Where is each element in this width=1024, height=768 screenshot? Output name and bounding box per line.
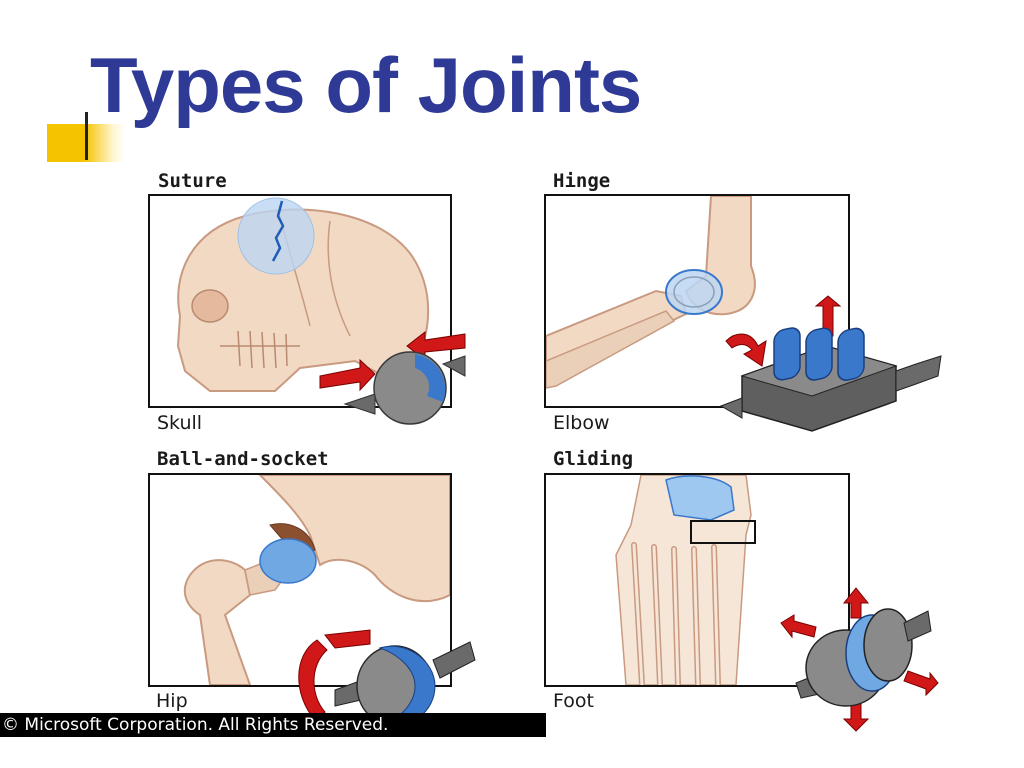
slide-title: Types of Joints [90, 41, 642, 129]
elbow-icon [546, 196, 756, 389]
panel-heading-ball-and-socket: Ball-and-socket [157, 448, 329, 470]
panel-caption-hip: Hip [156, 690, 188, 712]
panel-caption-skull: Skull [157, 412, 203, 434]
suture-joint-model-icon [319, 330, 466, 425]
panel-heading-gliding: Gliding [553, 448, 634, 470]
skull-icon [176, 197, 430, 392]
panel-caption-foot: Foot [553, 690, 594, 712]
accent-bar [85, 112, 88, 160]
gliding-joint-model-icon [780, 587, 939, 732]
accent-fade [85, 124, 125, 162]
ball-socket-joint-model-icon [298, 629, 476, 727]
foot-icon [615, 475, 756, 685]
copyright-text: © Microsoft Corporation. All Rights Rese… [2, 715, 389, 735]
panel-frame-suture [148, 194, 466, 425]
panel-caption-elbow: Elbow [553, 412, 610, 434]
panel-heading-hinge: Hinge [553, 170, 611, 192]
panel-frame-gliding [544, 473, 939, 732]
accent-square [47, 124, 85, 162]
copyright-banner: © Microsoft Corporation. All Rights Rese… [0, 713, 546, 737]
hip-icon [183, 475, 450, 685]
panel-frame-hinge [544, 194, 942, 432]
panel-frame-ball-and-socket [148, 473, 476, 727]
panel-heading-suture: Suture [158, 170, 227, 192]
hinge-joint-model-icon [719, 295, 942, 432]
